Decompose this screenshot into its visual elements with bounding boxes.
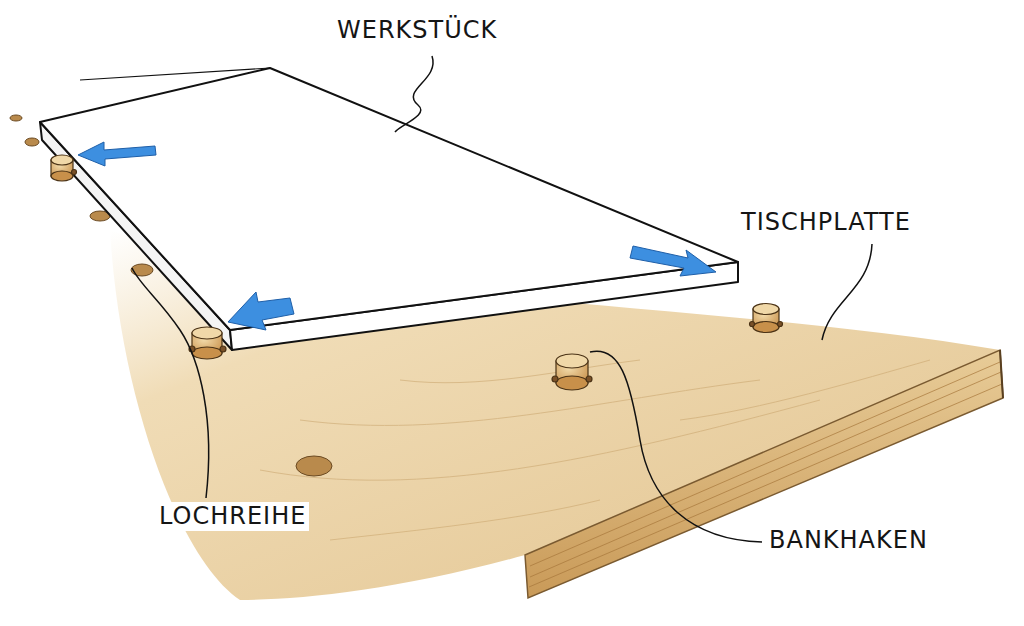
- leader-lines: [132, 56, 872, 542]
- part-label: WERKSTÜCK: [334, 16, 500, 45]
- table-edge: [525, 350, 1003, 598]
- force-arrows: [78, 142, 716, 330]
- part-label: LOCHREIHE: [156, 502, 309, 531]
- table-corner: [1000, 350, 1003, 398]
- edge-grain: [529, 362, 1002, 587]
- workpiece: [40, 68, 738, 350]
- bench-dogs: [51, 155, 783, 390]
- part-label: TISCHPLATTE: [738, 208, 914, 237]
- part-label: BANKHAKEN: [766, 526, 931, 555]
